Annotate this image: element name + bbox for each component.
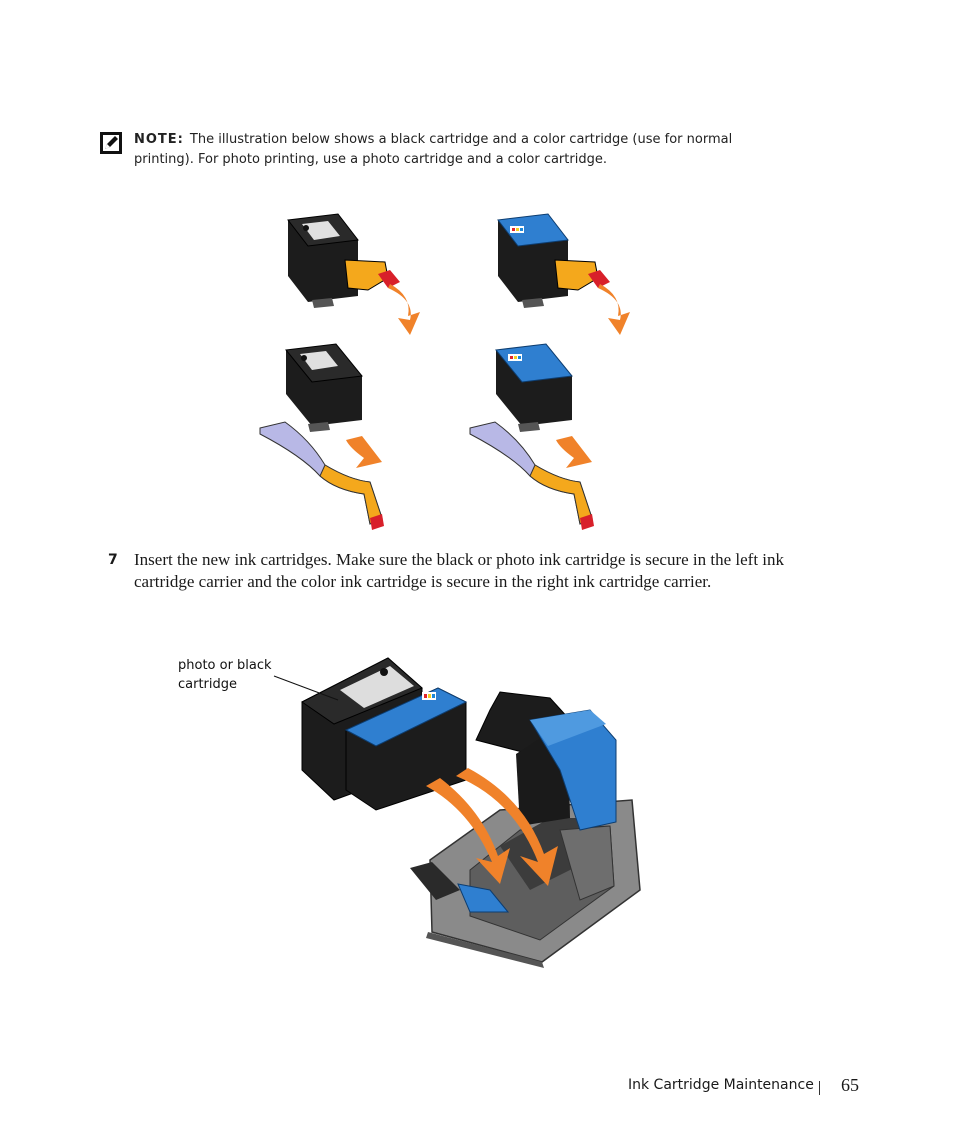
step-7: 7 Insert the new ink cartridges. Make su…	[108, 549, 798, 593]
color-cartridge-with-tape	[497, 213, 610, 308]
removed-tape-black	[259, 421, 384, 530]
note-block: NOTE:The illustration below shows a blac…	[100, 130, 780, 170]
note-label: NOTE:	[134, 132, 184, 147]
pencil-note-icon	[100, 132, 122, 154]
footer-section-title: Ink Cartridge Maintenance	[628, 1077, 814, 1093]
page-footer: Ink Cartridge Maintenance 65	[600, 1075, 870, 1098]
removed-tape-color	[469, 421, 594, 530]
callout-leader-line	[273, 675, 339, 701]
carrier-lid-blue	[529, 709, 617, 831]
black-cartridge-clean	[285, 343, 363, 432]
color-cartridge-clean	[495, 343, 573, 432]
footer-separator	[819, 1081, 820, 1095]
cartridge-insertion-illustration	[273, 657, 641, 968]
tape-removal-illustration	[259, 213, 630, 530]
color-cartridge	[344, 687, 468, 811]
step-text: Insert the new ink cartridges. Make sure…	[134, 550, 785, 591]
arrow-orange	[598, 284, 630, 335]
black-cartridge-with-tape	[287, 213, 400, 308]
arrow-orange	[388, 284, 420, 335]
callout-photo-or-black-cartridge: photo or black cartridge	[178, 658, 272, 692]
note-text-container: NOTE:The illustration below shows a blac…	[134, 130, 780, 170]
page-number: 65	[841, 1075, 859, 1095]
insertion-arrow-right	[456, 768, 558, 886]
note-body: The illustration below shows a black car…	[134, 132, 733, 167]
insertion-arrow-left	[426, 778, 510, 884]
step-number: 7	[108, 552, 118, 568]
